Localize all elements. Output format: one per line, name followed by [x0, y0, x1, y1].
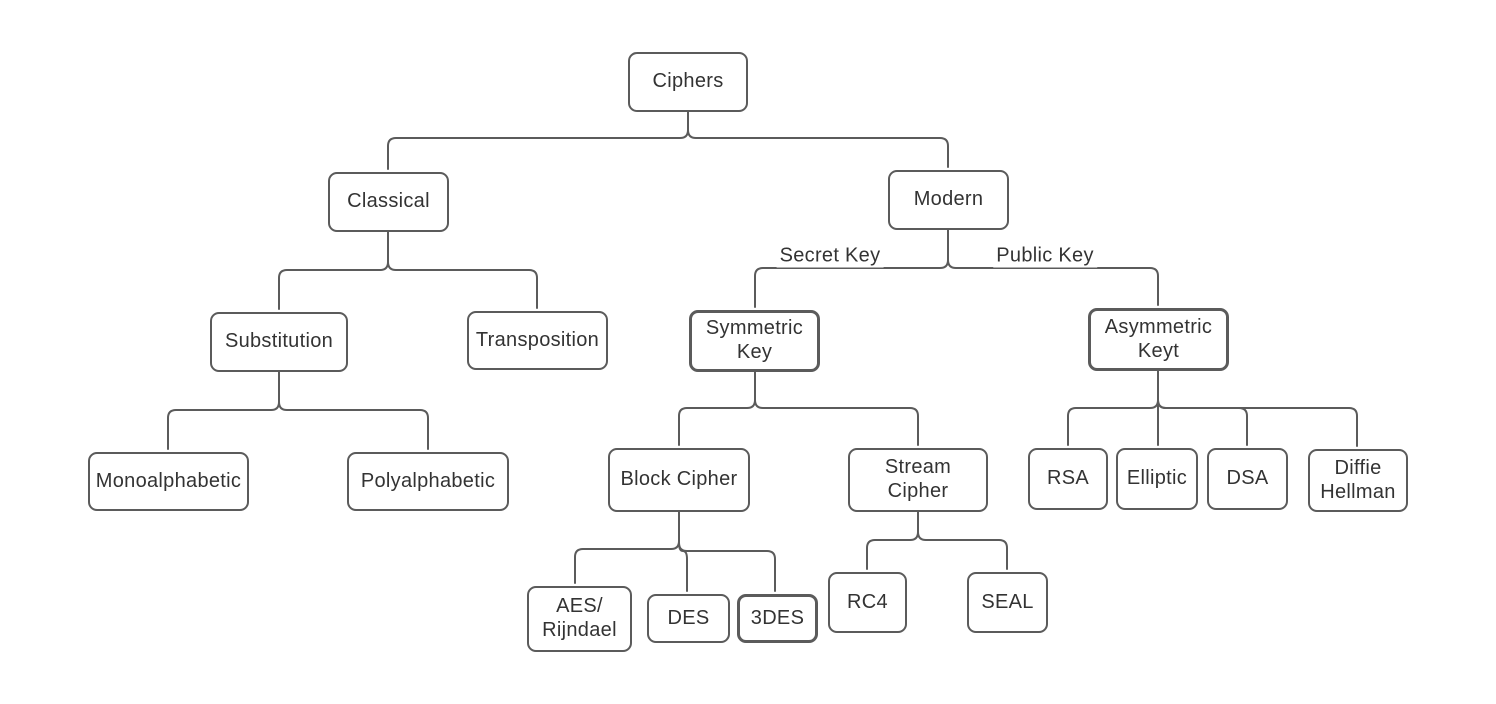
node-label-line: SEAL [981, 590, 1034, 613]
edge-modern-to-asymmetric-keyt [947, 229, 1159, 306]
node-classical: Classical [328, 172, 449, 232]
node-aes-rijndael: AES/Rijndael [527, 586, 632, 652]
node-label-line: Cipher [887, 480, 949, 502]
node-label-line: Key [736, 341, 773, 363]
node-substitution: Substitution [210, 312, 348, 372]
node-label-line: Hellman [1320, 480, 1396, 503]
edge-block-cipher-to-aes-rijndael [574, 511, 680, 584]
node-monoalphabetic: Monoalphabetic [88, 452, 249, 511]
edge-ciphers-to-modern [687, 111, 949, 168]
edge-stream-cipher-to-rc4 [866, 511, 919, 570]
edge-symmetric-key-to-stream-cipher [754, 371, 919, 446]
node-modern: Modern [888, 170, 1009, 230]
edge-modern-to-symmetric-key [754, 229, 949, 308]
node-label-line: Keyt [1137, 339, 1180, 362]
node-label-line: RSA [1046, 467, 1090, 490]
node-label-line: Diffie [1334, 456, 1382, 479]
node-rc4: RC4 [828, 572, 907, 633]
node-label-line: Substitution [224, 330, 334, 353]
node-label-line: Asymmetric [1104, 315, 1213, 338]
edge-substitution-to-polyalphabetic [278, 371, 429, 450]
node-block-cipher: Block Cipher [608, 448, 750, 512]
node-transposition: Transposition [467, 311, 608, 370]
edge-symmetric-key-to-block-cipher [678, 371, 756, 446]
edge-stream-cipher-to-seal [917, 511, 1008, 570]
node-ciphers: Ciphers [628, 52, 748, 112]
node-label-line: Modern [913, 188, 984, 211]
node-label-line: 3DES [750, 606, 805, 629]
edge-label-secret-key: Secret Key [776, 244, 884, 268]
node-label-line: Monoalphabetic [95, 469, 242, 492]
edge-label-public-key: Public Key [993, 244, 1097, 268]
node-label-line: DSA [1226, 467, 1269, 490]
node-seal: SEAL [967, 572, 1048, 633]
node-label-line: Symmetric [705, 317, 804, 340]
node-label-line: Classical [347, 190, 430, 213]
node-polyalphabetic: Polyalphabetic [347, 452, 509, 511]
node-label-line: AES/ [556, 595, 603, 618]
node-label-line: Block Cipher [620, 468, 738, 491]
node-3des: 3DES [737, 594, 818, 643]
edge-asymmetric-keyt-to-diffie-hellman [1157, 370, 1358, 447]
node-label-line: Transposition [475, 328, 600, 351]
node-dsa: DSA [1207, 448, 1288, 510]
node-label-line: DES [667, 606, 710, 629]
node-label-line: RC4 [847, 590, 888, 613]
edge-classical-to-transposition [387, 231, 538, 309]
node-label-line: Polyalphabetic [360, 469, 496, 492]
edge-classical-to-substitution [278, 231, 389, 310]
edge-block-cipher-to-3des [678, 511, 776, 592]
edge-asymmetric-keyt-to-rsa [1067, 370, 1159, 446]
node-elliptic: Elliptic [1116, 448, 1198, 510]
node-des: DES [647, 594, 730, 643]
node-label-line: Elliptic [1126, 467, 1188, 490]
edge-ciphers-to-classical [387, 111, 689, 170]
edge-substitution-to-monoalphabetic [167, 371, 280, 450]
node-label-line: Stream [884, 456, 952, 479]
node-label-line: Ciphers [652, 70, 724, 93]
node-label-line: Rijndael [542, 619, 617, 641]
node-rsa: RSA [1028, 448, 1108, 510]
